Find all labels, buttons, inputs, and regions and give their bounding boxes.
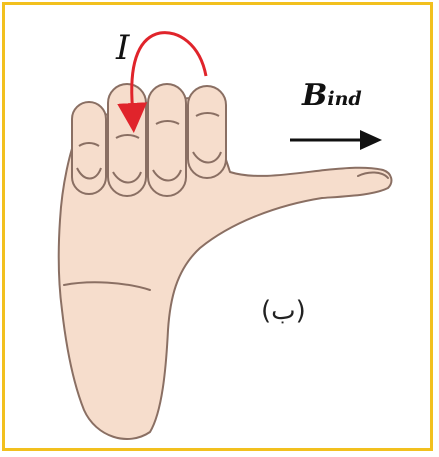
field-symbol: B bbox=[302, 78, 327, 113]
current-label: I bbox=[116, 28, 129, 68]
finger-index bbox=[188, 86, 226, 178]
finger-little bbox=[72, 102, 106, 194]
induced-field-label: Bind bbox=[302, 78, 362, 113]
finger-ring bbox=[108, 84, 146, 196]
straight-field-arrow-icon bbox=[290, 130, 382, 150]
field-subscript: ind bbox=[327, 88, 361, 110]
finger-middle bbox=[148, 84, 186, 196]
figure-part-label: (ب) bbox=[261, 296, 306, 326]
